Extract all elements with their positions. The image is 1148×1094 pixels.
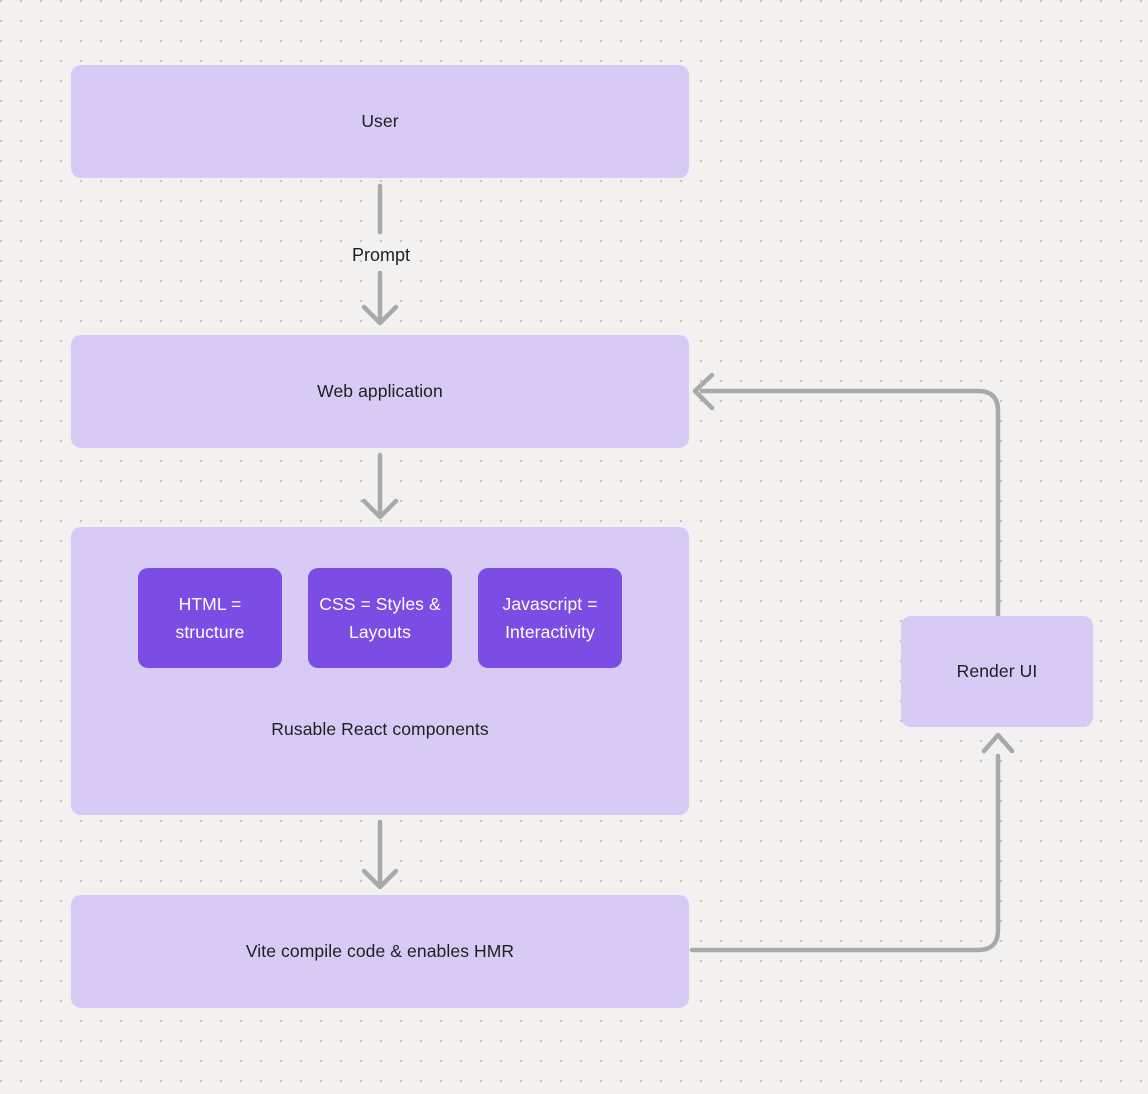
node-css-label: CSS = Styles & Layouts bbox=[319, 594, 441, 642]
edge-components-to-vite-arrowhead bbox=[361, 868, 399, 890]
edge-render-to-web-line bbox=[699, 388, 1001, 619]
edge-label-prompt: Prompt bbox=[351, 245, 411, 265]
edge-render-to-web-arrowhead bbox=[692, 372, 715, 411]
node-css[interactable]: CSS = Styles & Layouts bbox=[308, 568, 452, 668]
node-render-ui-label: Render UI bbox=[956, 661, 1038, 681]
node-user[interactable]: User bbox=[71, 65, 689, 178]
node-vite[interactable]: Vite compile code & enables HMR bbox=[71, 895, 689, 1008]
edge-vite-to-render-arrowhead bbox=[981, 732, 1015, 754]
node-html-label: HTML = structure bbox=[175, 594, 245, 642]
node-javascript-label: Javascript = Interactivity bbox=[502, 594, 598, 642]
node-render-ui[interactable]: Render UI bbox=[901, 616, 1093, 727]
edge-web-to-components-arrowhead bbox=[361, 498, 399, 520]
node-web-application[interactable]: Web application bbox=[71, 335, 689, 448]
node-components-group[interactable]: HTML = structure CSS = Styles & Layouts … bbox=[71, 527, 689, 815]
node-vite-label: Vite compile code & enables HMR bbox=[245, 941, 515, 961]
node-user-label: User bbox=[361, 111, 399, 131]
node-html[interactable]: HTML = structure bbox=[138, 568, 282, 668]
edge-vite-to-render-ui bbox=[689, 732, 1015, 953]
node-web-application-label: Web application bbox=[317, 381, 443, 401]
node-components-group-label: Rusable React components bbox=[271, 719, 489, 739]
edge-web-application-to-components bbox=[361, 452, 399, 520]
node-javascript[interactable]: Javascript = Interactivity bbox=[478, 568, 622, 668]
edge-vite-to-render-line bbox=[689, 753, 1001, 953]
edge-components-to-vite bbox=[361, 819, 399, 890]
edge-render-ui-to-web-application bbox=[692, 372, 1001, 619]
edge-user-to-web-arrowhead bbox=[361, 304, 399, 326]
